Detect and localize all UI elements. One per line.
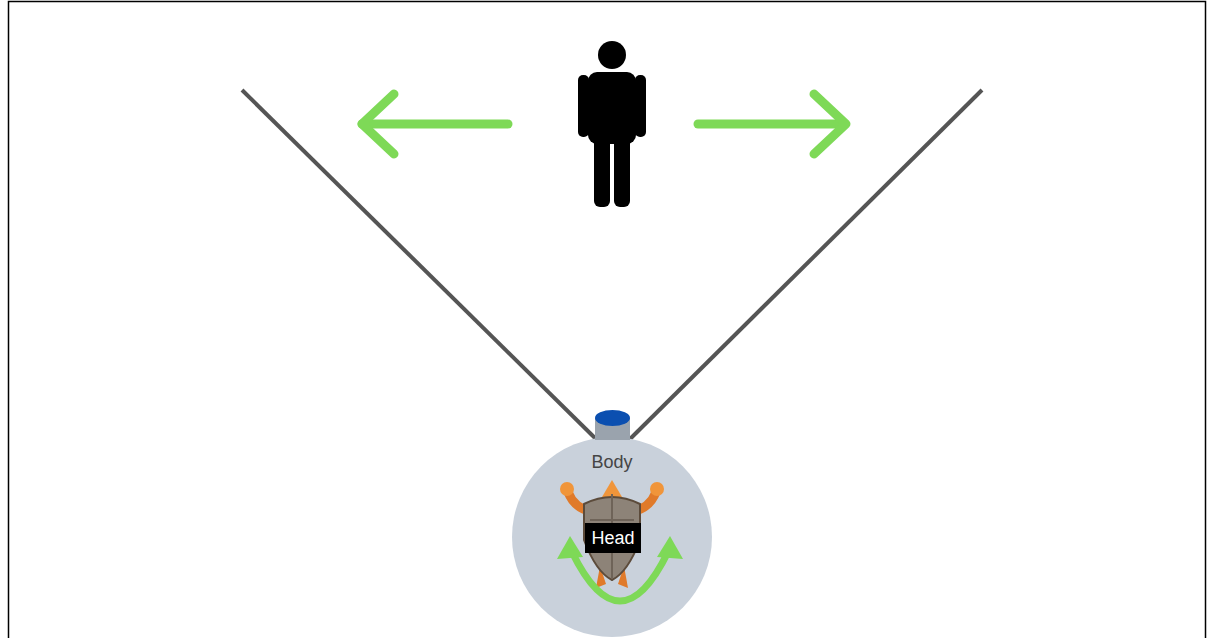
robot-body: BodyHead <box>512 437 712 637</box>
head-shell-seam <box>590 494 634 578</box>
right-arrow-shaft <box>698 120 844 129</box>
person-arm <box>578 75 589 137</box>
body-label: Body <box>512 451 712 473</box>
robot-head-label: Head <box>585 523 641 553</box>
head-fist <box>650 482 664 496</box>
head-shell <box>584 497 640 580</box>
person-figure <box>578 41 646 207</box>
sensor <box>595 410 630 440</box>
right-arrow-head <box>814 94 846 154</box>
head-figure <box>560 480 664 588</box>
body-circle <box>512 437 712 637</box>
head-arm <box>632 492 656 512</box>
left-arrow-head <box>362 94 394 154</box>
head-leg <box>618 566 628 588</box>
person-arm <box>635 75 646 137</box>
head-label: Head <box>585 527 641 549</box>
head-arm <box>568 492 592 512</box>
rotation-arc <box>572 552 668 601</box>
head-fist <box>560 482 574 496</box>
rotation-arrow <box>557 536 683 601</box>
view-line-left <box>242 90 597 440</box>
rotation-arrow-head <box>657 536 683 559</box>
head-crest <box>602 480 622 497</box>
head-leg <box>596 566 606 588</box>
rotation-arrow-head <box>557 536 583 559</box>
person-leg <box>614 128 630 207</box>
sensor-post <box>595 418 630 440</box>
sensor-lens <box>595 410 630 426</box>
movement-arrows <box>362 94 846 154</box>
person-head <box>598 41 626 69</box>
frame-border <box>9 2 1206 638</box>
view-line-right <box>629 90 982 440</box>
person-leg <box>594 128 610 207</box>
left-arrow-shaft <box>362 120 508 129</box>
